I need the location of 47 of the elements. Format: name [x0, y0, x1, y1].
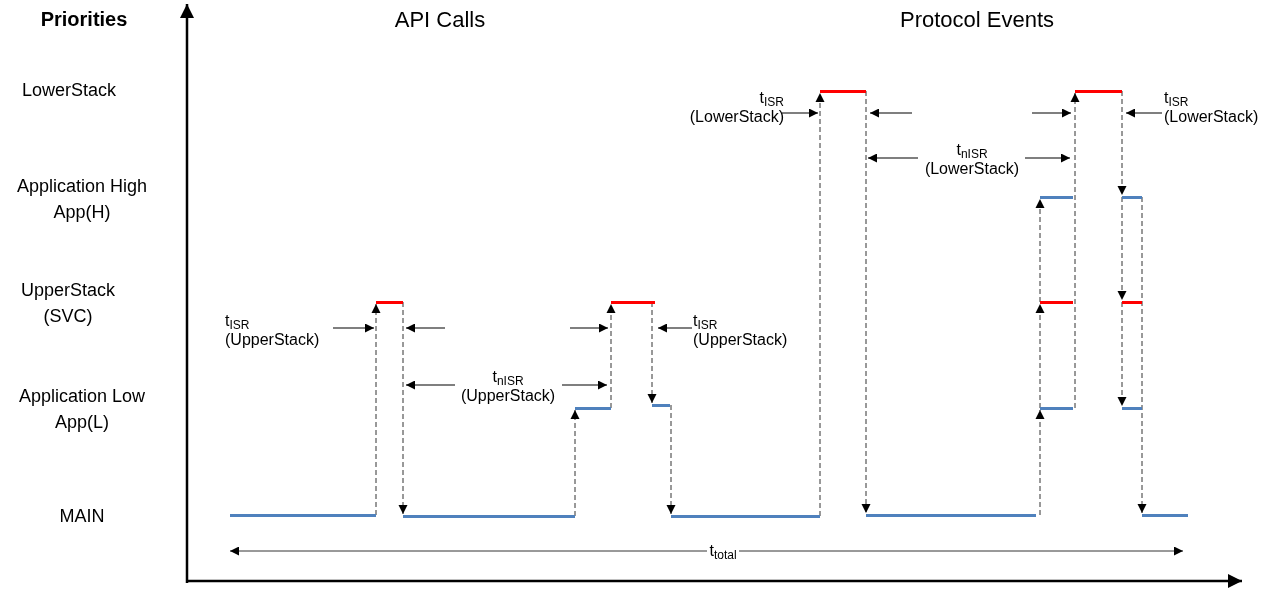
- priority-label: LowerStack: [20, 79, 117, 102]
- timing-label: t$_{ISR}$ (UpperStack): [225, 311, 321, 349]
- dashed-arrow: [1070, 92, 1080, 409]
- dashed-arrow: [570, 409, 580, 517]
- dashed-arrow: [1117, 196, 1127, 301]
- priority-level-segment: [1040, 406, 1073, 410]
- section-heading: API Calls: [393, 6, 487, 34]
- priority-level-segment: [376, 300, 403, 304]
- dashed-arrow: [815, 92, 825, 517]
- priority-label: Application High App(H): [15, 175, 149, 224]
- timing-label: t$_{ISR}$ (LowerStack): [688, 88, 784, 126]
- priority-level-segment: [1122, 406, 1142, 410]
- timing-label: t$_{nISR}$ (UpperStack): [459, 367, 557, 405]
- dashed-arrow: [1035, 409, 1045, 516]
- dashed-arrow: [1117, 301, 1127, 407]
- timing-label: t$_{ISR}$ (UpperStack): [693, 311, 789, 349]
- priority-level-segment: [611, 300, 655, 304]
- dashed-arrow: [1137, 196, 1147, 514]
- dashed-arrow: [1035, 303, 1045, 409]
- timing-label: t$_{ISR}$ (LowerStack): [1164, 88, 1260, 126]
- priority-level-segment: [866, 513, 1036, 517]
- dashed-arrow: [666, 404, 676, 515]
- priority-level-segment: [1122, 300, 1142, 304]
- timing-label: t$_{nISR}$ (LowerStack): [923, 140, 1021, 178]
- priority-level-segment: [1122, 195, 1142, 199]
- priority-level-segment: [820, 89, 866, 93]
- priority-label: UpperStack (SVC): [19, 279, 116, 328]
- axis-title: Priorities: [39, 7, 129, 32]
- dashed-arrow: [606, 303, 616, 409]
- priority-level-segment: [652, 403, 670, 407]
- priority-level-segment: [671, 514, 820, 518]
- priority-level-segment: [1075, 89, 1122, 93]
- priority-level-segment: [403, 514, 575, 518]
- dashed-arrow: [1117, 90, 1127, 196]
- section-heading: Protocol Events: [898, 6, 1056, 34]
- priority-level-segment: [575, 406, 611, 410]
- priority-label: Application Low App(L): [17, 385, 147, 434]
- priority-level-segment: [1040, 195, 1073, 199]
- priority-level-segment: [1142, 513, 1188, 517]
- dashed-arrow: [861, 90, 871, 514]
- dashed-arrow: [371, 303, 381, 516]
- dashed-arrow: [1035, 198, 1045, 303]
- priority-label: MAIN: [58, 505, 106, 528]
- dashed-arrow: [647, 301, 657, 404]
- dashed-arrow: [398, 301, 408, 515]
- priority-level-segment: [1040, 300, 1073, 304]
- priority-level-segment: [230, 513, 376, 517]
